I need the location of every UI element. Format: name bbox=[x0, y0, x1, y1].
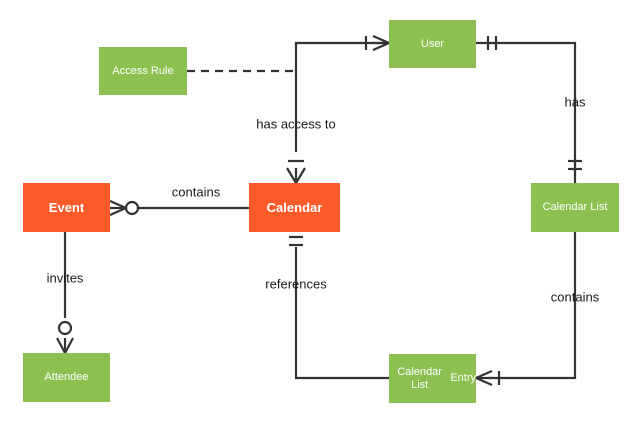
relationship-label-contains-event-calendar: contains bbox=[171, 184, 221, 200]
connector-calendar-references-entry bbox=[294, 247, 389, 380]
entity-label-attendee: Attendee bbox=[44, 371, 89, 384]
relationship-label-invites: invites bbox=[46, 270, 84, 286]
entity-label-access-rule: Access Rule bbox=[112, 64, 174, 77]
entity-access-rule[interactable]: Access Rule bbox=[99, 47, 187, 95]
crowfoot-user-left bbox=[364, 34, 390, 52]
entity-user[interactable]: User bbox=[389, 20, 476, 68]
relationship-label-has-access-to: has access to bbox=[256, 116, 336, 132]
crowfoot-zero-or-many-attendee-top bbox=[56, 320, 74, 354]
cardinality-exactly-one-calendar-bottom bbox=[289, 235, 303, 247]
connector-user-calendar-list bbox=[476, 41, 577, 183]
crowfoot-calendar-top bbox=[286, 159, 306, 184]
relationship-label-contains-list-entry: contains bbox=[550, 289, 600, 305]
crowfoot-zero-or-many-event-right bbox=[109, 199, 140, 217]
entity-calendar[interactable]: Calendar bbox=[249, 183, 340, 232]
entity-label-calendar: Calendar bbox=[266, 199, 323, 215]
crowfoot-one-or-many-entry-right bbox=[475, 369, 501, 387]
entity-attendee[interactable]: Attendee bbox=[23, 353, 110, 402]
entity-label-calendar-list: Calendar List bbox=[542, 201, 608, 214]
entity-label-calendar-list-entry-line1: Calendar List bbox=[397, 365, 442, 391]
connector-user-has-access-to-calendar bbox=[294, 41, 389, 152]
entity-event[interactable]: Event bbox=[23, 183, 110, 232]
entity-label-calendar-list-entry-line2: Entry bbox=[450, 372, 476, 385]
entity-label-user: User bbox=[420, 37, 445, 50]
connector-calendar-list-contains-entry bbox=[488, 232, 577, 380]
cardinality-exactly-one-user-right bbox=[486, 36, 498, 50]
relationship-label-references: references bbox=[265, 276, 327, 292]
entity-calendar-list-entry[interactable]: Calendar List Entry bbox=[389, 354, 476, 403]
entity-calendar-list[interactable]: Calendar List bbox=[531, 183, 619, 232]
relationship-label-has: has bbox=[564, 94, 586, 110]
entity-label-event: Event bbox=[48, 199, 85, 215]
cardinality-exactly-one-calendar-list-top bbox=[568, 159, 582, 171]
